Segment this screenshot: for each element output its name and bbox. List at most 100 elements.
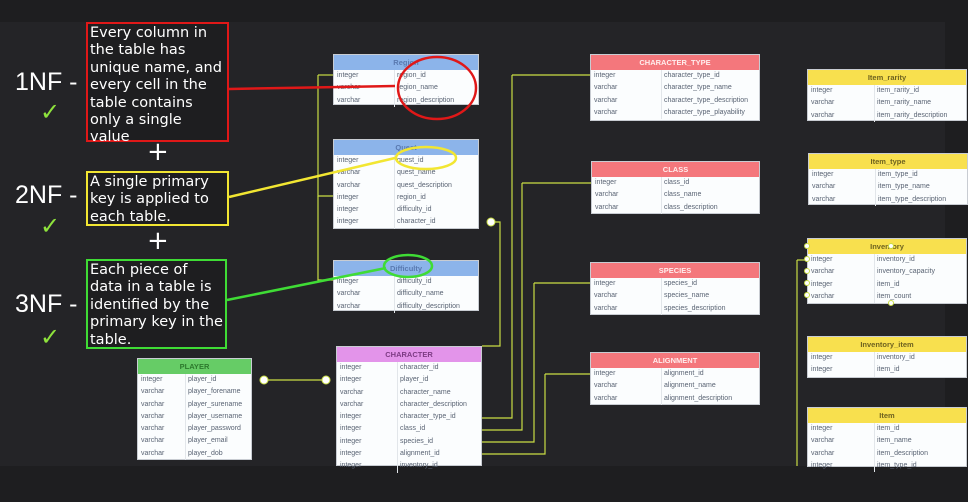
column-type: varchar [594, 84, 618, 92]
table-row: integer item_id [808, 423, 966, 436]
column-name: player_email [185, 435, 228, 448]
endpoint-dot [804, 256, 810, 262]
column-type: varchar [811, 292, 835, 300]
column-name: character_type_name [661, 82, 732, 95]
highlight-ellipse [394, 145, 458, 171]
column-name: alignment_description [661, 392, 732, 405]
column-type: varchar [594, 304, 618, 312]
table-row: varchar alignment_description [591, 392, 759, 405]
table-row: integer quest_id [334, 155, 478, 168]
endpoint-dot [804, 243, 810, 249]
table-title: Quest [334, 140, 478, 155]
column-type: varchar [337, 96, 361, 104]
column-type: integer [594, 72, 616, 79]
column-name: class_name [661, 189, 701, 202]
column-name: species_id [397, 435, 433, 449]
column-type: integer [811, 366, 833, 374]
column-name: item_id [874, 423, 900, 436]
column-name: difficulty_id [394, 276, 432, 289]
column-type: integer [337, 193, 359, 201]
column-type: varchar [141, 412, 165, 420]
column-name: difficulty_description [394, 300, 460, 313]
column-type: integer [811, 354, 833, 361]
column-name: item_type_id [875, 169, 918, 182]
table-row: varchar item_name [808, 435, 966, 448]
column-name: player_password [185, 423, 241, 436]
relation-line [482, 183, 523, 431]
table-title: PLAYER [138, 359, 251, 374]
plus-sign-1: + [147, 137, 169, 167]
column-type: integer [340, 364, 362, 371]
column-type: varchar [594, 292, 618, 300]
column-type: varchar [811, 99, 835, 107]
note-1nf: Every column in the table has unique nam… [86, 22, 229, 145]
nf-label-2: 2NF - [15, 181, 78, 209]
column-type: varchar [595, 191, 619, 199]
column-name: item_type_id [874, 459, 917, 473]
column-name: character_type_description [661, 94, 748, 107]
column-name: region_id [394, 70, 426, 83]
column-name: quest_name [394, 167, 436, 180]
table-region[interactable]: Regionintegerregion_idvarcharregion_name… [333, 54, 479, 107]
column-name: player_forename [185, 386, 241, 399]
column-name: item_rarity_description [874, 109, 947, 122]
table-row: integer character_type_id [591, 70, 759, 83]
column-name: player_id [185, 374, 216, 387]
column-name: character_type_id [661, 70, 720, 83]
column-name: item_rarity_name [874, 97, 931, 110]
column-type: integer [811, 280, 833, 288]
table-row: integer item_rarity_id [808, 85, 966, 98]
column-name: player_id [397, 374, 428, 387]
column-type: integer [811, 87, 833, 94]
column-name: inventory_id [397, 460, 438, 473]
note-3nf: Each piece of data in a table is identif… [86, 259, 227, 349]
highlight-ellipse [382, 253, 434, 279]
column-type: varchar [812, 195, 836, 203]
column-name: item_name [874, 435, 912, 448]
column-type: integer [337, 157, 359, 164]
endpoint-dot [804, 268, 810, 274]
column-name: item_description [874, 447, 928, 460]
column-name: alignment_name [661, 380, 716, 393]
column-type: integer [595, 179, 617, 186]
column-name: item_rarity_id [874, 85, 919, 98]
column-type: integer [811, 425, 833, 432]
column-name: quest_id [394, 155, 423, 168]
column-name: class_id [661, 177, 689, 190]
checkmark-icon: ✓ [40, 323, 61, 351]
column-name: character_type_playability [661, 106, 745, 120]
column-name: item_id [874, 364, 900, 377]
column-type: integer [594, 280, 616, 287]
column-type: varchar [811, 437, 835, 445]
column-type: varchar [595, 203, 619, 211]
column-type: varchar [594, 394, 618, 402]
column-name: region_name [394, 82, 438, 95]
